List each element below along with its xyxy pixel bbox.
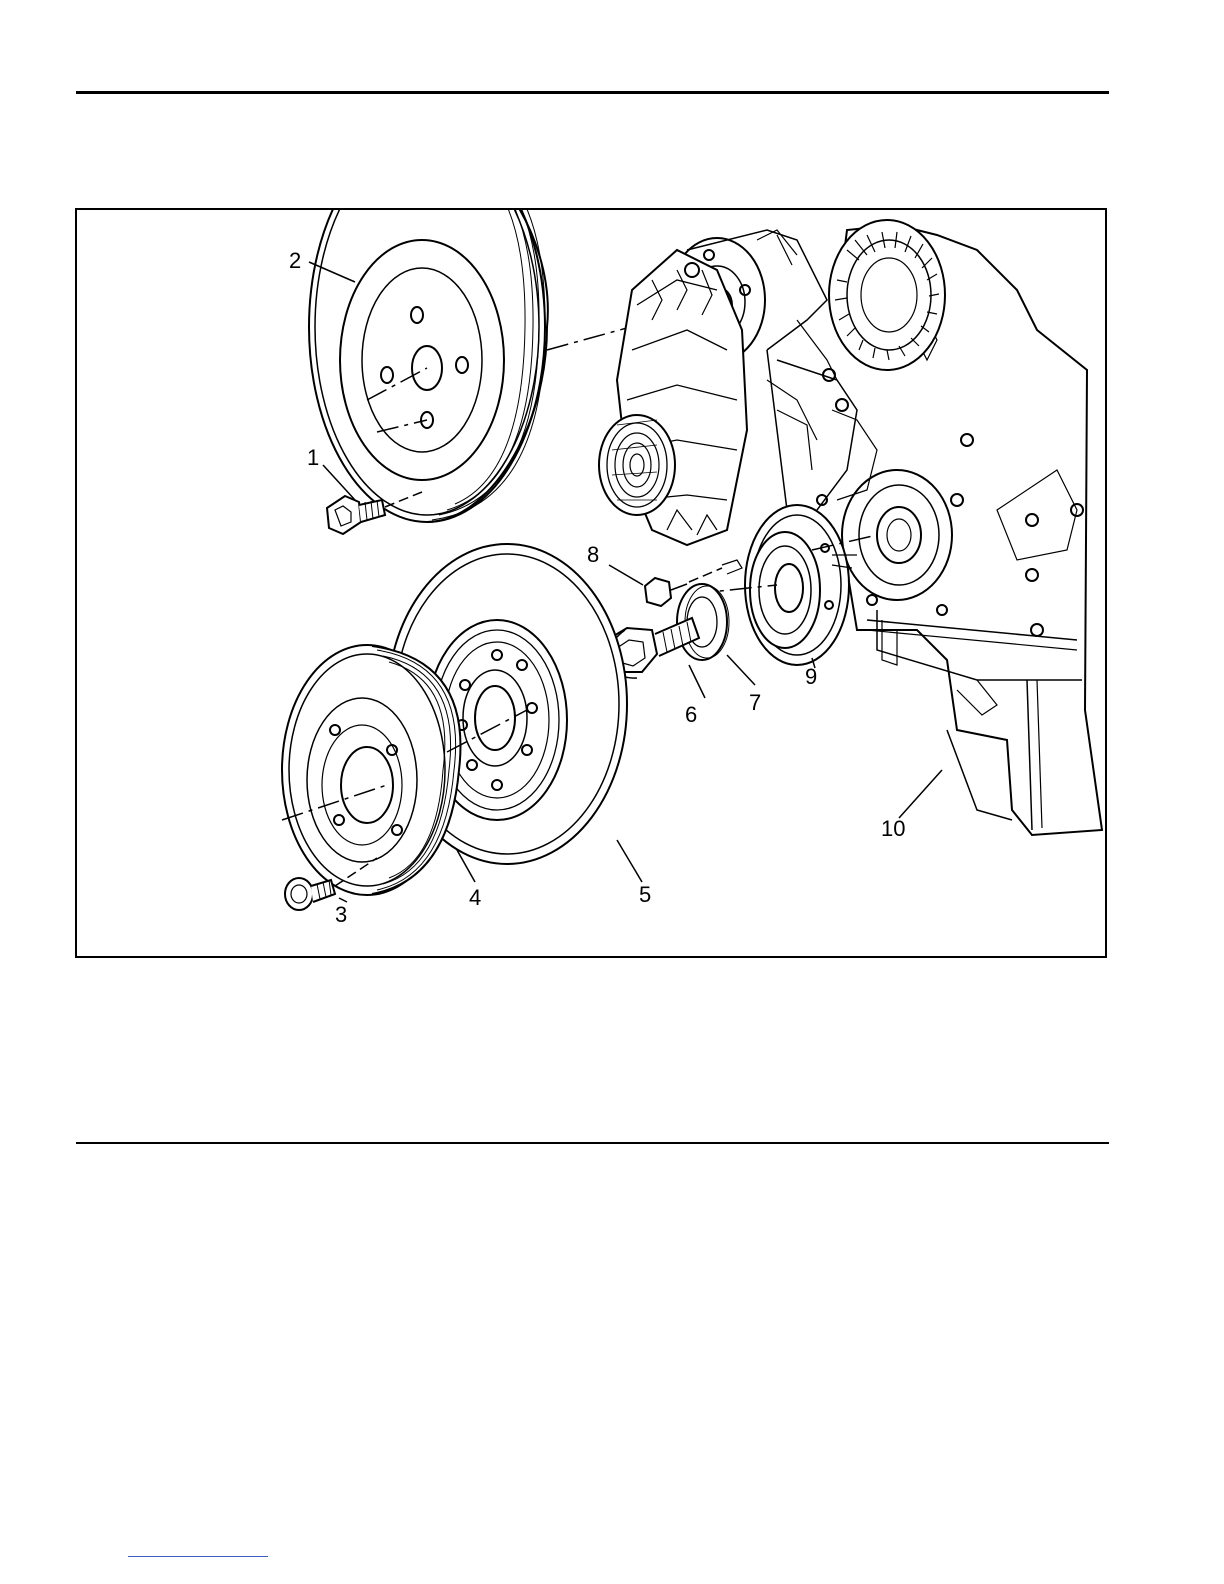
- callout-8: 8: [587, 542, 599, 567]
- footer-link-underline: [128, 1556, 268, 1557]
- callout-6: 6: [685, 702, 697, 727]
- callout-10: 10: [881, 816, 905, 841]
- top-rule: [76, 91, 1109, 94]
- lower-pulley-4: [282, 645, 460, 895]
- section-rule: [76, 1142, 1109, 1144]
- callout-4: 4: [469, 885, 481, 910]
- callout-3: 3: [335, 902, 347, 927]
- upper-pulley: [309, 210, 548, 522]
- fan-pulley: [829, 220, 945, 370]
- callout-1: 1: [307, 445, 319, 470]
- callout-9: 9: [805, 664, 817, 689]
- callout-7: 7: [749, 690, 761, 715]
- oil-seal-9: [745, 505, 857, 665]
- callout-2: 2: [289, 248, 301, 273]
- crankshaft-pulley-illustration: 2 1 3 4 5 6 7 8 9 10: [77, 210, 1105, 956]
- alternator: [599, 250, 747, 545]
- callout-5: 5: [639, 882, 651, 907]
- exploded-diagram-figure: 2 1 3 4 5 6 7 8 9 10: [75, 208, 1107, 958]
